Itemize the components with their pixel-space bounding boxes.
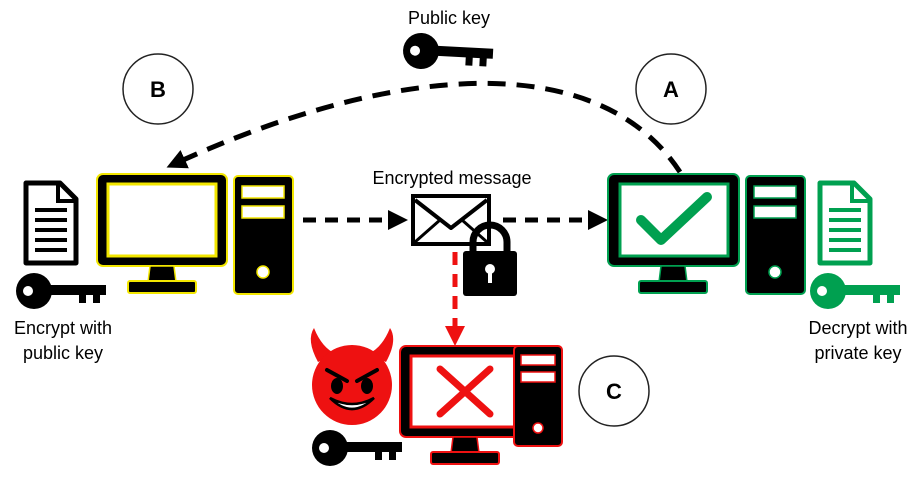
encrypt-label-line1: Encrypt with: [14, 318, 112, 338]
sender-monitor-icon: [96, 173, 228, 294]
devil-face-icon: [310, 328, 394, 425]
public-key-label: Public key: [408, 8, 490, 28]
public-key-transfer-arrow: [166, 80, 683, 174]
decrypted-document-icon: [817, 180, 873, 266]
attacker-monitor-icon: [399, 345, 531, 465]
circle-c: C: [578, 355, 650, 427]
decrypt-label-line2: private key: [814, 343, 901, 363]
encrypt-label-line2: public key: [23, 343, 103, 363]
envelope-icon: [411, 194, 491, 246]
circle-b-label: B: [150, 77, 166, 102]
receiver-tower-icon: [745, 175, 806, 295]
circle-a-label: A: [663, 77, 679, 102]
sender-tower-icon: [233, 175, 294, 295]
decrypt-label-line1: Decrypt with: [808, 318, 907, 338]
checkmark-icon: [636, 192, 712, 245]
circle-b: B: [122, 53, 194, 125]
private-key-icon: [810, 273, 900, 309]
document-icon: [23, 180, 79, 266]
cross-icon: [436, 365, 494, 418]
padlock-icon: [463, 221, 517, 296]
circle-c-label: C: [606, 379, 622, 404]
attacker-tower-icon: [513, 345, 563, 447]
circle-a: A: [635, 53, 707, 125]
key-icon: [403, 33, 494, 70]
encrypted-message-label: Encrypted message: [372, 168, 531, 188]
sender-key-icon: [16, 273, 106, 309]
attacker-key-icon: [312, 430, 402, 466]
